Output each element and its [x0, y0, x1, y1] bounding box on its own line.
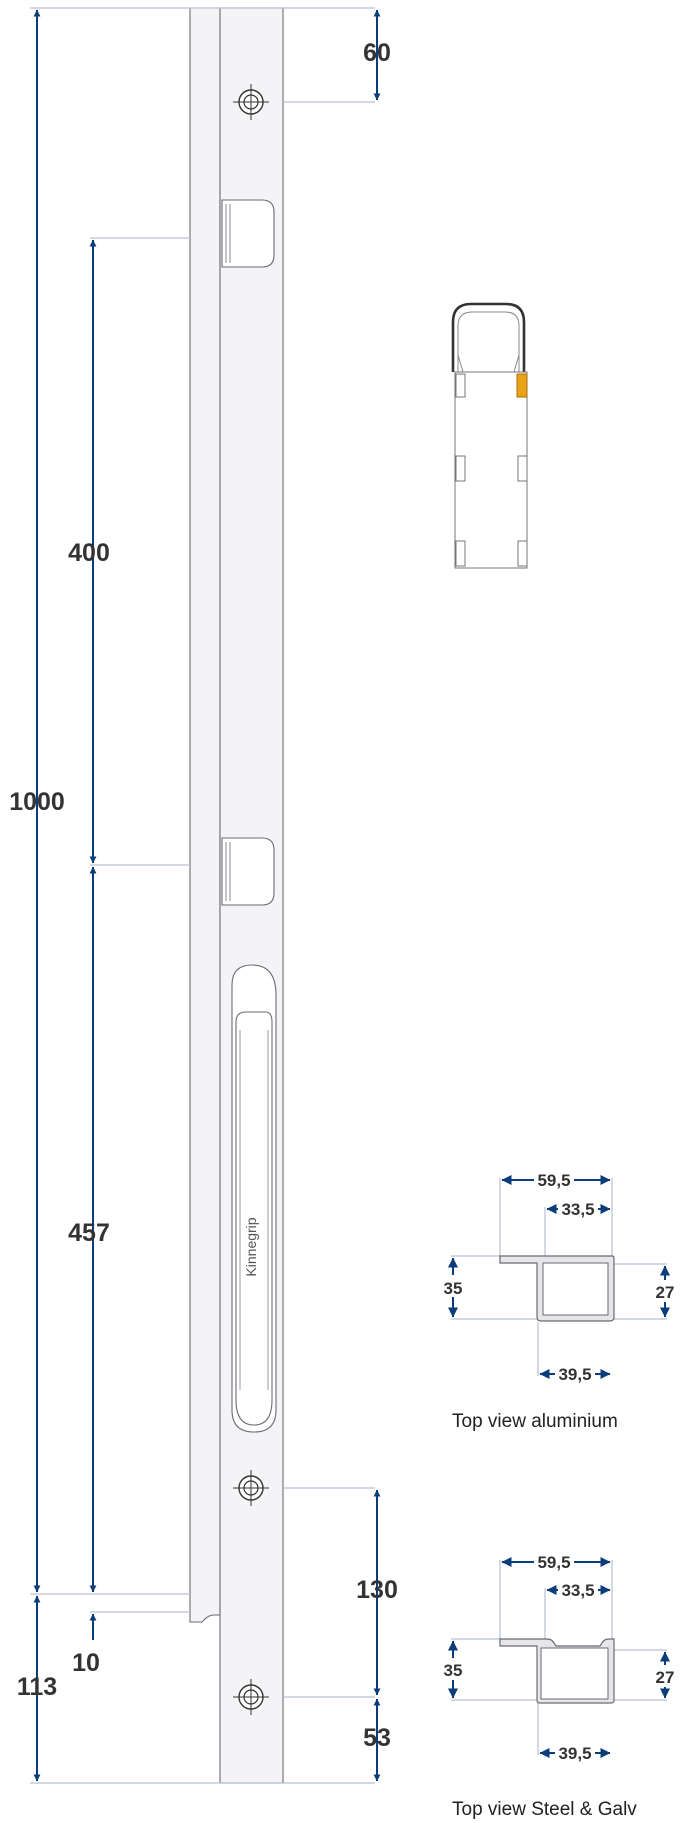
handle: Kinnegrip [231, 964, 277, 1433]
profile-aluminium: 59,5 33,5 35 27 39,5 Top view aluminium [441, 1168, 678, 1432]
truck-highlight-mount [516, 373, 528, 398]
truck-wheel-fl [455, 373, 466, 398]
bar-flange [189, 7, 221, 1623]
truck-body [454, 371, 528, 569]
extension-lines [30, 7, 375, 1784]
steel-width-bottom-label: 39,5 [558, 1744, 591, 1763]
keeper-bottom [221, 837, 275, 906]
steel-width-inner-label: 33,5 [561, 1581, 594, 1600]
dim-label-113: 113 [17, 1673, 57, 1701]
profile-steel: 59,5 33,5 35 27 39,5 Top view Steel & Ga… [441, 1551, 678, 1820]
alu-width-top-label: 59,5 [537, 1171, 570, 1190]
profile-aluminium-extensions [451, 1178, 667, 1376]
alu-height-right-label: 27 [656, 1283, 675, 1302]
dimension-labels: 60 400 1000 457 130 10 113 53 [9, 39, 398, 1752]
steel-width-top-label: 59,5 [537, 1553, 570, 1572]
truck-wheel-rr [517, 540, 528, 567]
truck-cab [451, 302, 526, 372]
keeper-top [221, 199, 275, 268]
caption-steel: Top view Steel & Galv [452, 1799, 637, 1820]
dim-label-400: 400 [68, 539, 110, 567]
mounting-hole-bottom [233, 1679, 269, 1715]
dim-label-10: 10 [72, 1649, 100, 1677]
dim-label-1000: 1000 [9, 788, 65, 816]
truck-top-view [451, 302, 528, 569]
handle-brand-text: Kinnegrip [243, 1217, 259, 1276]
steel-height-left-label: 35 [444, 1661, 463, 1680]
dim-label-60: 60 [363, 39, 391, 67]
truck-wheel-rl [455, 540, 466, 567]
alu-height-left-label: 35 [444, 1279, 463, 1298]
truck-wheel-mr [517, 455, 528, 482]
alu-width-bottom-label: 39,5 [558, 1365, 591, 1384]
truck-wheel-ml [455, 455, 466, 482]
profile-steel-extensions [451, 1560, 667, 1755]
dim-label-53: 53 [363, 1724, 391, 1752]
dim-label-457: 457 [68, 1219, 110, 1247]
caption-aluminium: Top view aluminium [452, 1411, 618, 1432]
dimension-lines [33, 9, 381, 1782]
mounting-hole-top [233, 84, 269, 120]
alu-width-inner-label: 33,5 [561, 1200, 594, 1219]
steel-height-right-label: 27 [656, 1668, 675, 1687]
dim-label-130: 130 [356, 1576, 398, 1604]
mounting-hole-middle [233, 1470, 269, 1506]
